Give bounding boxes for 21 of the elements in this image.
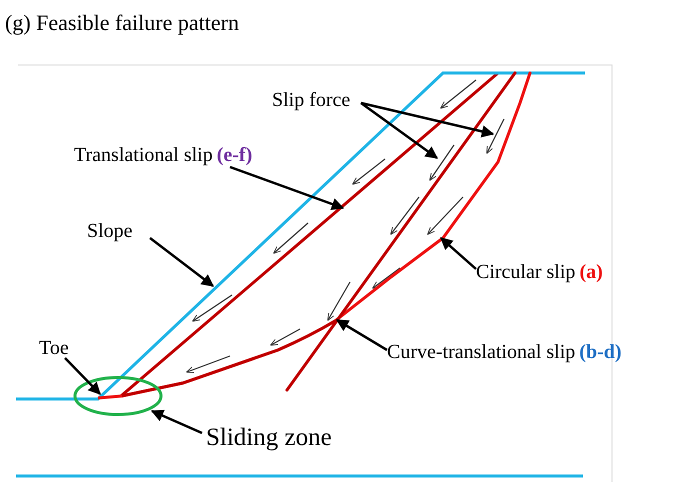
sliding-zone-ellipse — [74, 376, 162, 416]
leader-arrow — [64, 357, 101, 395]
callout-label: Translational slip — [74, 144, 213, 166]
leader-arrow — [149, 237, 214, 287]
case-tag: (b-d) — [579, 341, 622, 363]
leader-arrow — [150, 410, 202, 434]
case-tag: (a) — [579, 261, 603, 283]
leader-arrow — [230, 166, 344, 210]
toe-segment — [98, 394, 122, 400]
leader-arrow — [360, 102, 438, 160]
callout-label: Toe — [39, 337, 69, 359]
callout-label: Slope — [87, 220, 133, 242]
callout-label: Curve-translational slip — [387, 341, 576, 363]
leader-arrow — [360, 102, 494, 138]
case-tag: (e-f) — [216, 144, 252, 166]
leader-arrow — [336, 318, 388, 352]
callout-label: Circular slip — [476, 261, 576, 283]
leader-arrow — [440, 237, 477, 270]
callout-label: Sliding zone — [206, 424, 332, 451]
callout-label: Slip force — [272, 89, 350, 111]
figure-title: (g) Feasible failure pattern — [5, 10, 239, 36]
